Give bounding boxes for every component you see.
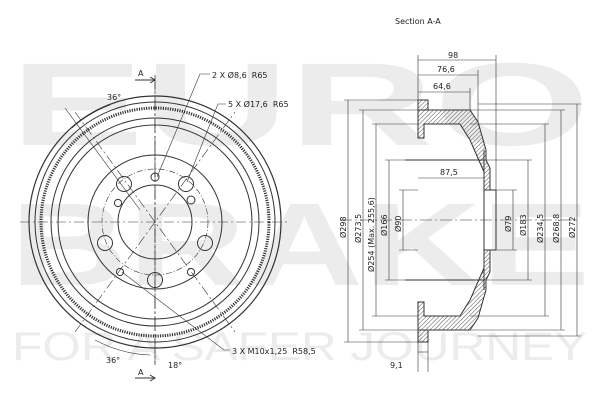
front-view-labels: A A 36° 36° 18° 2 X Ø8,6 R65 5 X Ø17,6 R… [106,69,316,377]
section-view [340,99,580,343]
dim-98: 98 [448,51,458,60]
dim-d273-5: Ø273,5 [353,214,363,243]
angle-top-label: 36° [107,93,121,102]
callout-threaded-holes: 3 X M10x1,25 R58,5 [232,347,316,356]
wheel-stud-hole [97,235,113,251]
angle-arc-top [71,104,111,129]
flange-lip-bottom [417,329,429,343]
callout-two-holes: 2 X Ø8,6 R65 [212,70,268,80]
flange-lip-top [417,99,429,111]
threaded-hole [115,267,125,277]
watermark: EURO BRAKE FOR A SAFER JOURNEY [10,39,590,369]
dim-87-5: 87,5 [440,168,458,177]
dim-d79: Ø79 [503,216,513,232]
wheel-stud-hole [116,176,132,192]
dim-d234-5: Ø234,5 [535,214,545,243]
callout-leader-2 [186,103,226,183]
dim-76-6: 76,6 [437,65,455,74]
dim-d254: Ø254 (Max. 255,6) [366,197,376,272]
wheel-stud-hole [147,272,163,288]
angle-leader [64,107,141,211]
callout-five-holes: 5 X Ø17,6 R65 [228,99,289,109]
section-dimension-labels: 98 76,6 64,6 87,5 9,1 Ø298 Ø273,5 Ø254 (… [338,51,577,370]
wheel-stud-hole [197,235,213,251]
section-title: Section A-A [395,17,441,26]
callout-leader-1 [156,73,210,178]
section-arrow-bottom [135,374,156,382]
wheel-stud-hole [178,176,194,192]
dim-d268-8: Ø268,8 [551,214,561,243]
dim-d298: Ø298 [338,216,348,238]
centerline-diagonal-2 [74,111,236,333]
dim-d272: Ø272 [567,216,577,238]
angle-arc-bottom [94,339,151,356]
dim-d166: Ø166 [379,214,389,236]
dim-64-6: 64,6 [433,82,451,91]
dim-d183: Ø183 [518,214,528,236]
centerline-diagonal-1 [74,111,236,333]
callout-leader-3 [121,271,230,351]
front-view [20,73,290,382]
section-marker-top: A [138,69,144,78]
watermark-line-2: BRAKE [10,179,590,311]
section-arrow-top [135,76,156,84]
threaded-hole [113,198,123,208]
dim-d90: Ø90 [393,216,403,232]
angle-bottom-small-label: 18° [168,361,182,370]
section-dimension-lines [344,55,581,372]
angle-bottom-label: 36° [106,356,120,365]
dim-9-1: 9,1 [390,361,403,370]
threaded-hole [186,267,196,277]
section-marker-bottom: A [138,368,144,377]
small-hole [186,195,196,205]
